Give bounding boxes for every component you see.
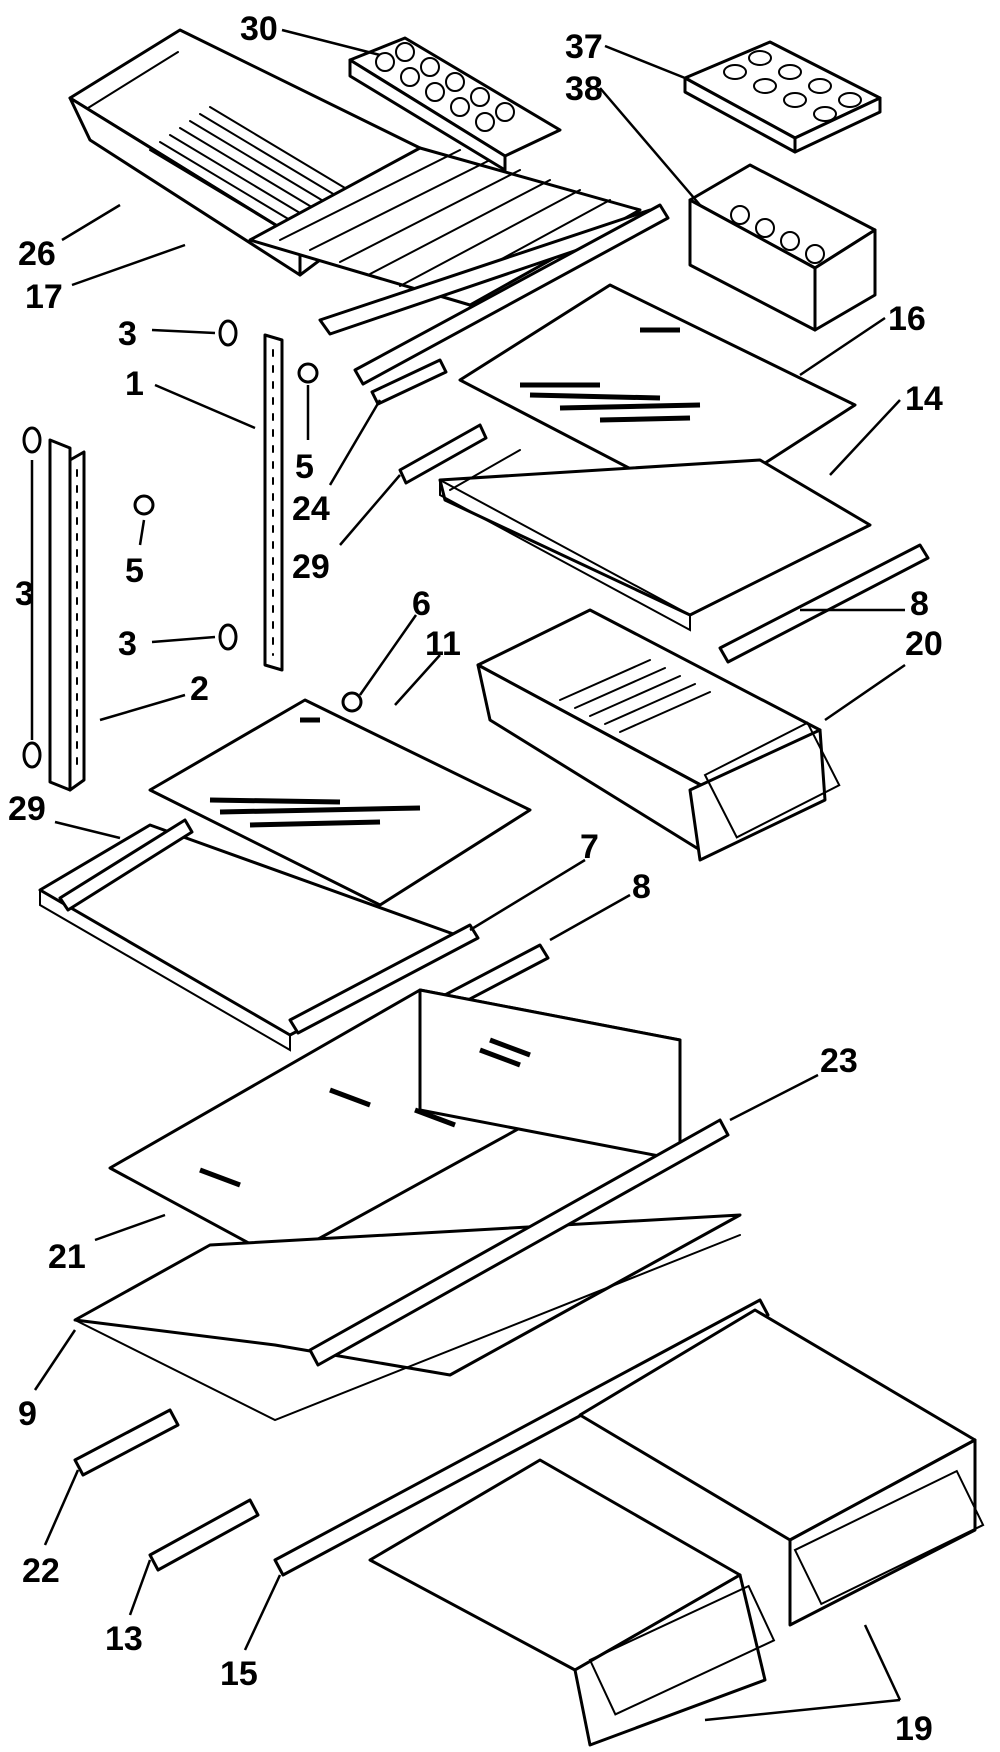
callout-19: 19: [895, 1710, 933, 1748]
callout-16: 16: [888, 300, 926, 338]
crisper-frame: [73, 1118, 770, 1577]
part-20-meat-pan: [476, 608, 841, 862]
part-19-crisper-drawer-left: [368, 1458, 776, 1747]
callout-26: 26: [18, 235, 56, 273]
part-19-crisper-drawer-right: [578, 1308, 985, 1627]
callout-8-middle: 8: [632, 868, 651, 906]
callout-13: 13: [105, 1620, 143, 1658]
callout-8-right: 8: [910, 585, 929, 623]
callout-1: 1: [125, 365, 144, 403]
leader-lines: [30, 28, 906, 1722]
callout-5-right: 5: [295, 448, 314, 486]
callout-5-left: 5: [125, 552, 144, 590]
part-1-right-ladder: [263, 333, 284, 672]
callout-3-bottom: 3: [118, 625, 137, 663]
callout-6: 6: [412, 585, 431, 623]
part-8-rail-right: [718, 543, 930, 664]
callout-22: 22: [22, 1552, 60, 1590]
callout-37: 37: [565, 28, 603, 66]
upper-wire-shelf: [248, 146, 670, 386]
callout-labels: 30 37 38 26 17 16 14 3 1 5 24 29 3 5 3 6…: [8, 10, 943, 1748]
callout-15: 15: [220, 1655, 258, 1693]
callout-23: 23: [820, 1042, 858, 1080]
callout-9: 9: [18, 1395, 37, 1433]
callout-17: 17: [25, 278, 63, 316]
part-2-left-ladder: [48, 438, 86, 792]
bin-grille: [149, 106, 361, 241]
callout-11: 11: [425, 625, 461, 663]
callout-30: 30: [240, 10, 278, 48]
callout-21: 21: [48, 1238, 86, 1276]
callout-24: 24: [292, 490, 330, 528]
egg-cups: [375, 42, 515, 132]
part-14-shelf-frame: [438, 449, 872, 632]
pan-grille: [559, 659, 711, 733]
part-30-egg-tray: [348, 36, 562, 172]
part-16-glass-shelf: [458, 283, 857, 507]
shelf-rails-upper: [370, 358, 488, 485]
callout-2: 2: [190, 670, 209, 708]
middle-shelf-frame: [38, 818, 480, 1052]
callout-3-top: 3: [118, 315, 137, 353]
part-37-egg-lid: [683, 40, 882, 154]
callout-14: 14: [905, 380, 943, 418]
callout-29-lower: 29: [8, 790, 46, 828]
part-38-egg-bin: [688, 163, 877, 332]
callout-3-left: 3: [15, 575, 34, 613]
part-11-glass-shelf: [148, 698, 532, 907]
part-21-crisper-cover: [108, 988, 682, 1262]
callout-7: 7: [580, 828, 599, 866]
hardware-clips: [22, 319, 363, 769]
callout-29-upper: 29: [292, 548, 330, 586]
callout-38: 38: [565, 70, 603, 108]
callout-20: 20: [905, 625, 943, 663]
